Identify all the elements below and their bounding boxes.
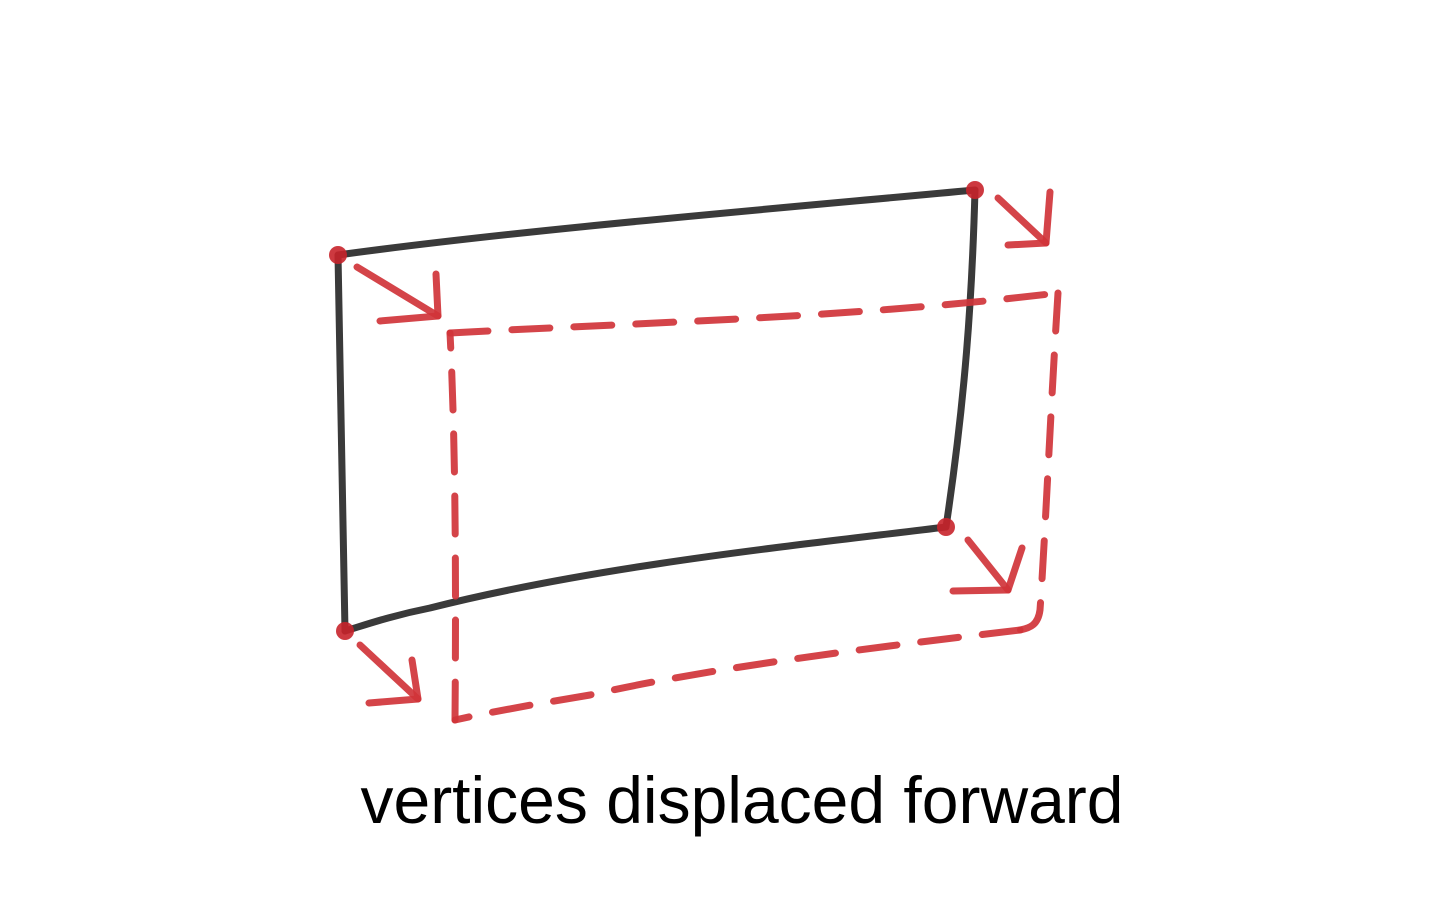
arrow-top-right (994, 188, 1054, 249)
arrow-bottom-right (949, 536, 1026, 595)
displaced-bottom-edge (451, 626, 1024, 724)
arrow-top-left (353, 263, 442, 325)
original-top-edge (334, 186, 979, 259)
displaced-right-edge (1016, 289, 1062, 634)
vertex-bottom-right (937, 518, 955, 536)
original-left-edge (334, 251, 349, 635)
diagram-caption: vertices displaced forward (360, 763, 1124, 837)
vertex-bottom-left (336, 622, 354, 640)
original-bottom-edge (341, 523, 950, 635)
vertex-top-right (966, 181, 984, 199)
original-quad (334, 186, 979, 635)
displaced-left-edge (446, 329, 459, 724)
displaced-top-edge (446, 289, 1062, 337)
vertex-top-left (329, 246, 347, 264)
displaced-quad (446, 289, 1062, 724)
displacement-arrows (353, 188, 1054, 707)
vertex-markers (329, 181, 984, 640)
original-right-edge (942, 186, 979, 531)
arrow-bottom-left (356, 641, 422, 707)
